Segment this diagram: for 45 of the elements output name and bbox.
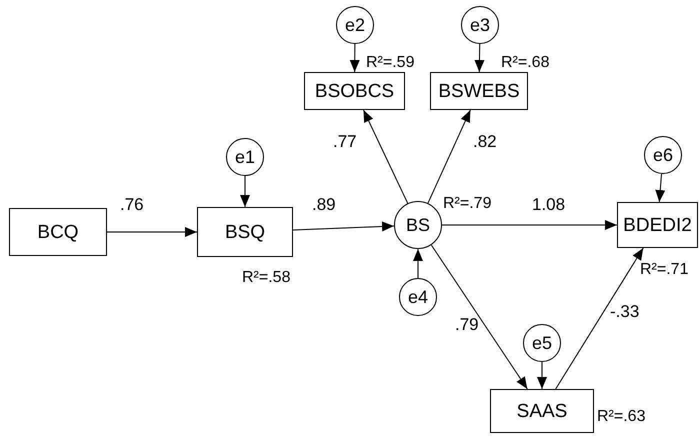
arrow (442, 220, 618, 230)
r-squared-label: R²=.58 (242, 270, 290, 286)
variable-box (304, 72, 405, 110)
node-label: BSQ (224, 222, 266, 242)
arrow (350, 44, 360, 72)
arrow (363, 110, 408, 204)
node-label: BS (406, 216, 430, 234)
arrow (292, 221, 395, 232)
arrow (106, 227, 198, 237)
arrow (413, 248, 423, 278)
arrow (430, 244, 528, 390)
node-label: BSWEBS (438, 82, 520, 100)
arrow (537, 362, 547, 390)
arrow (427, 110, 471, 204)
r-squared-label: R²=.63 (597, 409, 646, 425)
edge-label: .89 (312, 196, 336, 213)
variable-box (617, 202, 698, 248)
node-label: e6 (652, 146, 674, 164)
edge-label: .76 (120, 196, 144, 213)
edge-label: .79 (455, 316, 479, 333)
edge-label: 1.08 (532, 196, 566, 213)
r-squared-label: R²=.71 (640, 262, 688, 278)
edge-label: -.33 (610, 303, 640, 320)
r-squared-label: R²=.59 (366, 55, 414, 71)
node-label: BCQ (37, 222, 79, 242)
arrow (240, 176, 250, 208)
node-label: SAAS (516, 402, 568, 420)
edge-label: .82 (473, 133, 497, 150)
variable-box (490, 389, 594, 433)
node-label: e4 (408, 288, 428, 306)
r-squared-label: R²=.68 (501, 55, 550, 71)
arrow (655, 173, 666, 202)
edge-label: .77 (333, 133, 357, 150)
arrow (474, 44, 484, 72)
node-label: e1 (234, 148, 256, 166)
node-label: e5 (532, 334, 552, 352)
variable-box (197, 207, 293, 257)
node-label: e3 (470, 16, 490, 34)
r-squared-label: R²=.79 (443, 196, 492, 212)
variable-box (9, 208, 107, 256)
variable-box (430, 72, 528, 110)
node-label: e2 (344, 16, 366, 34)
node-label: BSOBCS (314, 82, 394, 100)
arrow (555, 248, 644, 390)
node-label: BDEDI2 (623, 216, 692, 234)
